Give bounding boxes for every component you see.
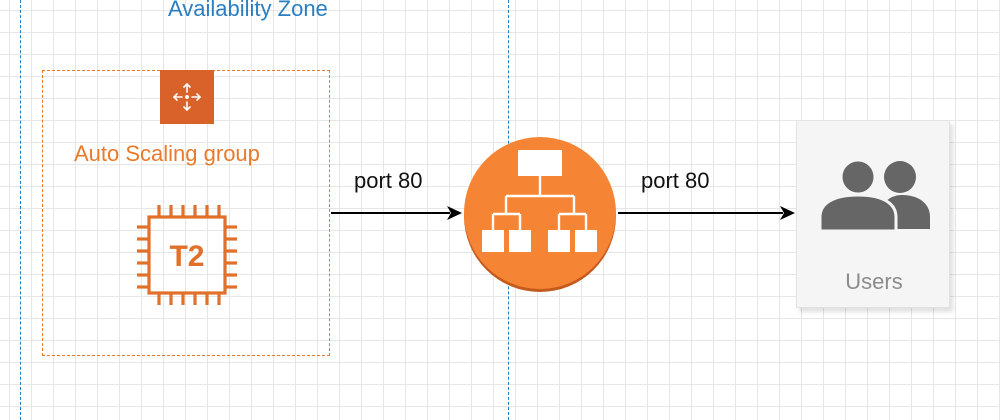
users-label: Users (845, 269, 903, 294)
instance-type-label: T2 (169, 240, 204, 273)
ec2-instance-icon[interactable]: T2 (133, 201, 241, 309)
availability-zone-boundary-left (20, 0, 21, 420)
users-icon (818, 158, 932, 237)
users-node[interactable]: Users (796, 120, 950, 308)
auto-scaling-icon[interactable] (160, 70, 214, 124)
port-label-asg-to-elb[interactable]: port 80 (354, 168, 423, 193)
arrow-elb-to-users[interactable] (618, 206, 795, 220)
elastic-load-balancer-icon[interactable] (461, 134, 619, 292)
availability-zone-label[interactable]: Availability Zone (168, 0, 328, 21)
port-label-elb-to-users[interactable]: port 80 (641, 168, 710, 193)
auto-scaling-group-label[interactable]: Auto Scaling group (74, 141, 260, 166)
arrow-asg-to-elb[interactable] (331, 206, 462, 220)
